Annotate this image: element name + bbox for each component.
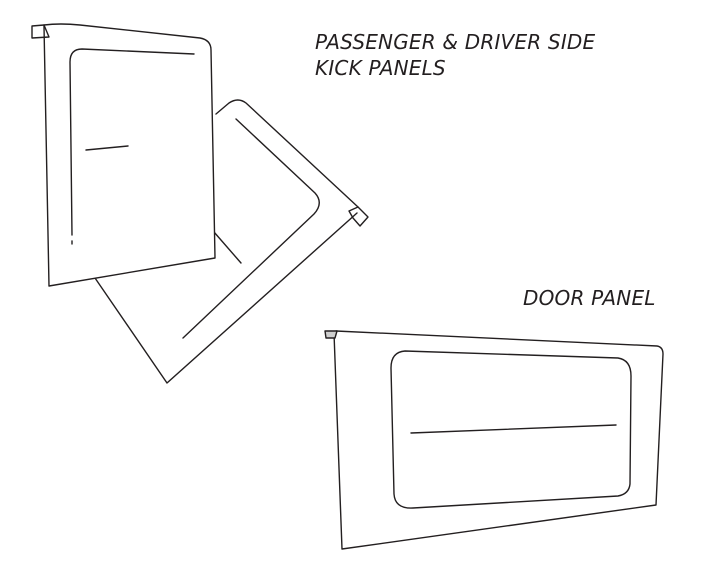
front-kick-panel-window [69, 48, 195, 236]
rotated-kick-panel-tab [348, 206, 369, 227]
kick-panels-label-line1: PASSENGER & DRIVER SIDE [315, 30, 596, 54]
rotated-kick-panel-window [182, 118, 320, 339]
kick-panels-label-line2: KICK PANELS [315, 56, 446, 80]
front-kick-panel-fill [44, 24, 215, 286]
kick-panels-label: PASSENGER & DRIVER SIDE KICK PANELS [315, 29, 595, 81]
door-panel-tab [324, 330, 338, 339]
rotated-kick-panel-outline [94, 99, 359, 384]
rotated-kick-panel [94, 99, 369, 384]
door-panel-window [390, 350, 632, 509]
front-kick-panel-outline [43, 23, 216, 287]
door-panel-outline [333, 330, 664, 550]
front-kick-panel-tab [31, 24, 50, 39]
rotated-kick-panel-seam [213, 231, 242, 264]
door-panel-label: DOOR PANEL [523, 286, 656, 310]
door-panel-seam [410, 424, 617, 434]
front-kick-panel-handle [85, 145, 129, 151]
door-panel [324, 330, 664, 550]
front-kick-panel [31, 23, 216, 287]
